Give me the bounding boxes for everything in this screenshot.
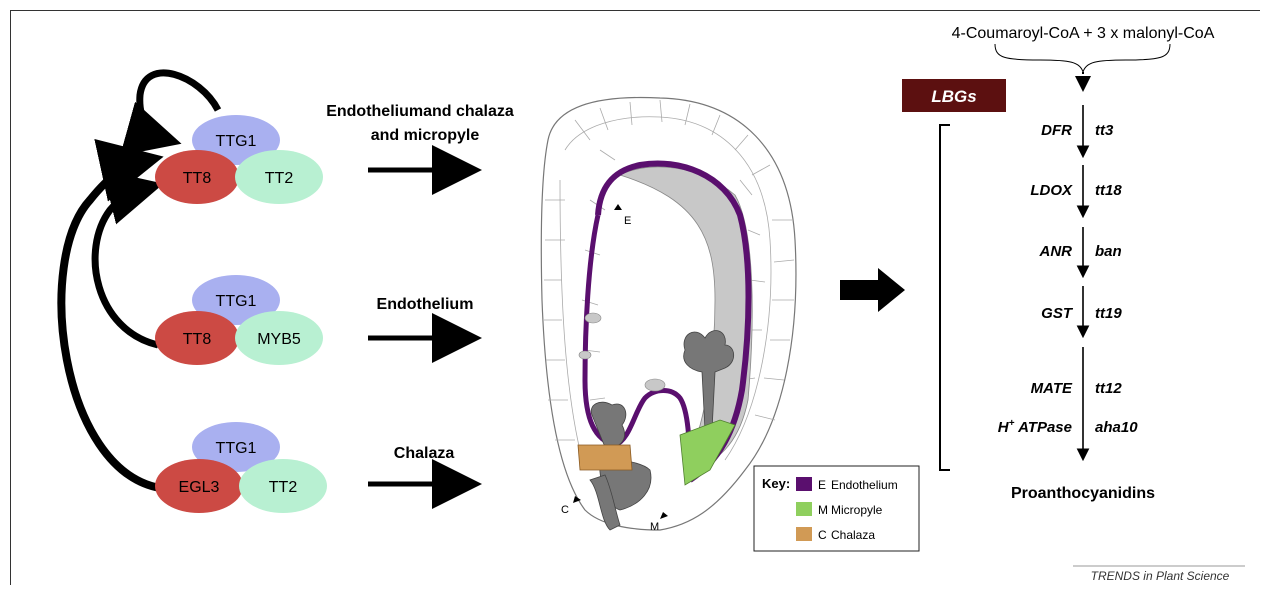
target-label-2: Endothelium [377,296,474,313]
key-swatch-chalaza [796,527,812,541]
enzyme-label: ANR [1039,243,1073,260]
enzyme-label: MATE [1031,380,1073,397]
key-legend: Key: E Endothelium M Micropyle C Chalaza [754,466,919,551]
substrate-brace [995,44,1170,72]
target-label-1b: and micropyle [371,127,480,144]
gene-label: tt18 [1095,182,1122,199]
gene-label: ban [1095,243,1122,260]
egl3-label: EGL3 [179,479,220,496]
to-pathway-arrow [840,268,905,312]
ttg1-label: TTG1 [216,440,257,457]
enzyme-label-h-atpase: H+ ATPase [998,418,1072,436]
key-item-name: Micropyle [831,503,883,517]
key-item-code: E [818,478,826,492]
complex-ttg1-tt8-myb5: TTG1 TT8 MYB5 [155,275,323,365]
marker-e-label: E [624,215,631,227]
chalaza-region [578,445,632,470]
tt2-label: TT2 [269,479,298,496]
tt8-label: TT8 [183,331,212,348]
gene-label: tt12 [1095,380,1122,397]
lbg-bracket [940,125,950,470]
gene-label: tt3 [1095,122,1114,139]
key-item-name: Endothelium [831,478,898,492]
gene-label: aha10 [1095,419,1138,436]
key-item-name: Chalaza [831,528,875,542]
enzyme-label: DFR [1041,122,1072,139]
key-swatch-endothelium [796,477,812,491]
ttg1-label: TTG1 [216,133,257,150]
key-item-code: M [818,503,828,517]
marker-m-label: M [650,521,659,533]
pathway: 4-Coumaroyl-CoA + 3 x malonyl-CoA LBGs D… [902,25,1215,502]
substrate-label: 4-Coumaroyl-CoA + 3 x malonyl-CoA [952,25,1215,42]
key-item-code: C [818,528,827,542]
key-swatch-micropyle [796,502,812,516]
lbg-label: LBGs [931,87,976,106]
enzyme-label: GST [1041,305,1074,322]
gene-label: tt19 [1095,305,1122,322]
marker-c-label: C [561,504,569,516]
myb5-label: MYB5 [257,331,301,348]
complex-ttg1-tt8-tt2: TTG1 TT8 TT2 [155,115,323,204]
target-label-1a: Endotheliumand chalaza [326,103,514,120]
credit-label: TRENDS in Plant Science [1091,569,1230,583]
ttg1-label: TTG1 [216,293,257,310]
complex-ttg1-egl3-tt2: TTG1 EGL3 TT2 [155,422,327,513]
tt2-label: TT2 [265,170,294,187]
tt8-myb5-to-tt8-arrow [95,187,158,345]
product-label: Proanthocyanidins [1011,485,1155,502]
key-title: Key: [762,476,790,491]
tt8-label: TT8 [183,170,212,187]
target-label-3: Chalaza [394,445,455,462]
enzyme-label: LDOX [1030,182,1073,199]
